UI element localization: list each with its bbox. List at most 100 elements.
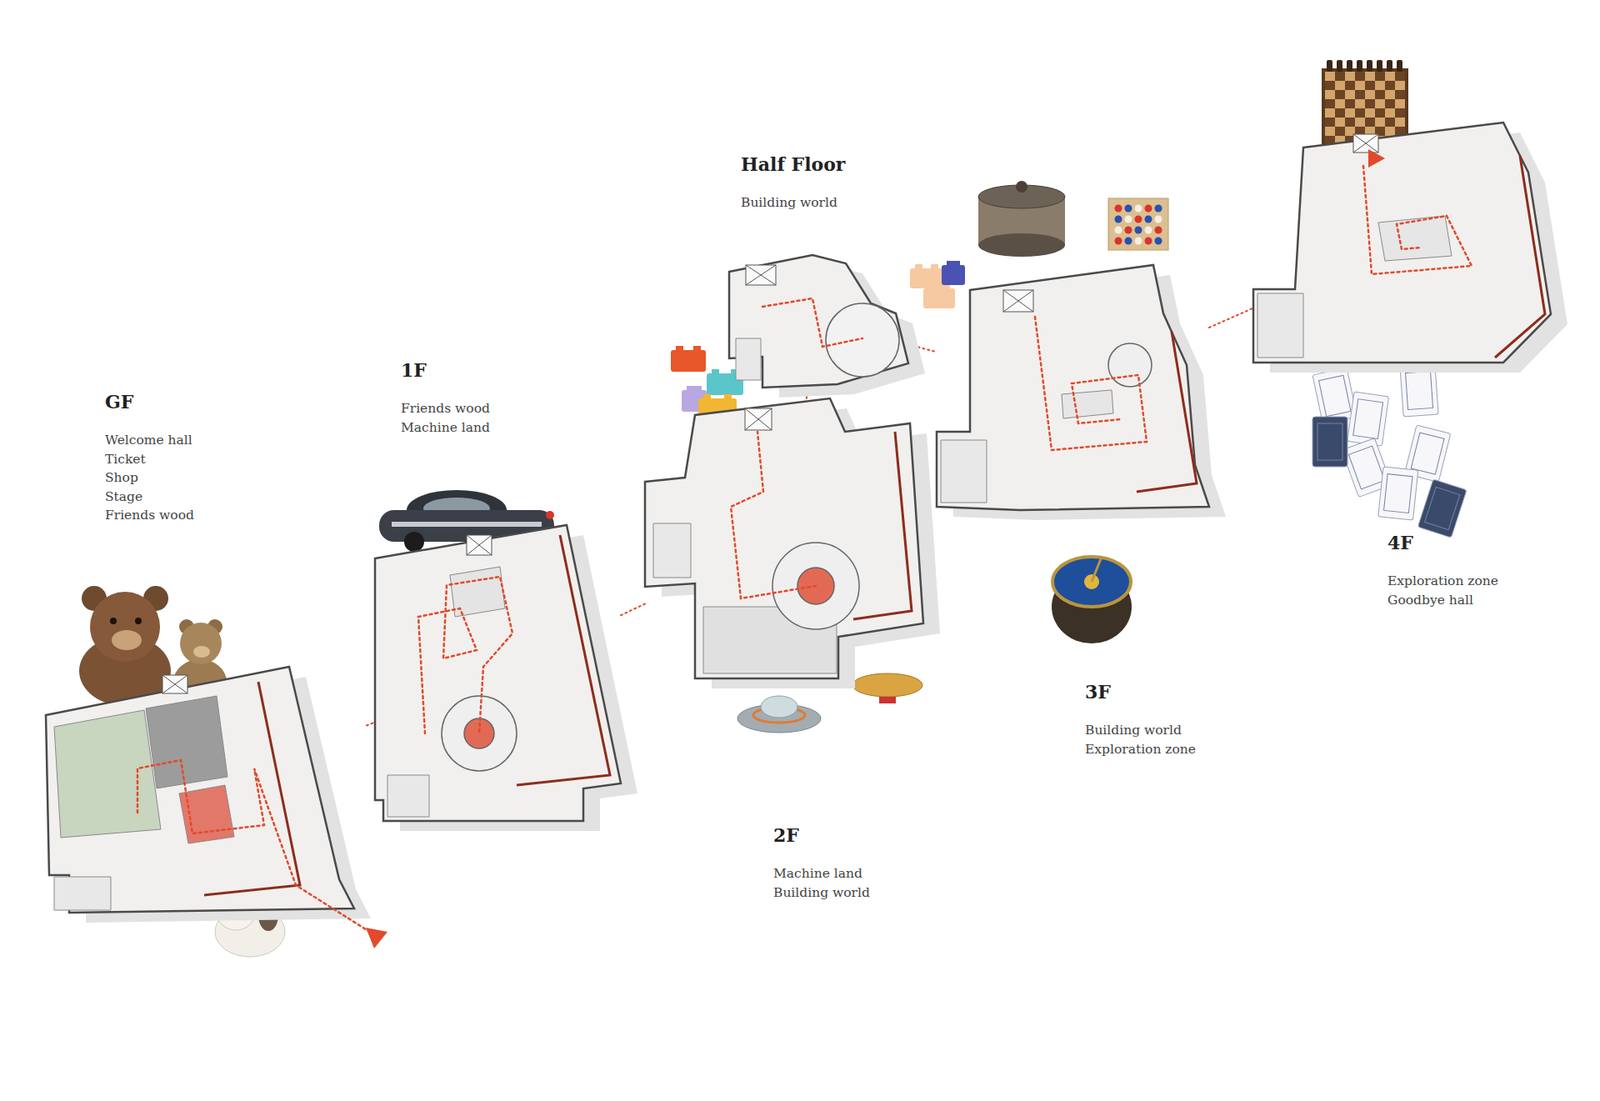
chessboard-square <box>1375 108 1385 118</box>
connect-four-disc <box>1155 226 1163 235</box>
chessboard-square <box>1385 80 1395 90</box>
route-connector <box>366 722 375 726</box>
playing-card <box>1378 466 1419 520</box>
floor-label: 4FExploration zoneGoodbye hall <box>1387 531 1499 610</box>
chessboard-square <box>1325 71 1335 81</box>
brick-stud <box>724 394 732 399</box>
chessboard-square <box>1345 80 1355 90</box>
chessboard-square <box>1355 80 1365 90</box>
zoetrope-base <box>978 233 1065 257</box>
zone-name: Machine land <box>773 864 870 884</box>
chessboard-square <box>1335 117 1345 127</box>
brick-stud <box>693 345 701 350</box>
plan-wall <box>936 265 1210 510</box>
plan-room <box>735 338 761 380</box>
brick-stud <box>915 264 923 269</box>
display-wall <box>1495 155 1545 358</box>
plan-outline <box>1253 122 1551 363</box>
visitor-route <box>1035 316 1147 450</box>
toy-zeppelin <box>852 673 923 697</box>
chess-piece <box>1346 60 1353 72</box>
plan-room <box>1378 215 1452 261</box>
lift-shaft <box>1353 134 1379 153</box>
plan-room <box>54 710 161 838</box>
brick-stud <box>952 260 960 265</box>
floor-heading: Half Floor <box>740 153 845 175</box>
connect-four-frame <box>1108 198 1169 250</box>
chessboard-square <box>1395 90 1405 100</box>
lift-cross <box>745 265 776 285</box>
brick-stud <box>928 284 936 289</box>
chessboard-square <box>1395 108 1405 118</box>
connect-four-disc <box>1115 215 1123 224</box>
plan-room <box>940 440 987 503</box>
floor-heading: 3F <box>1085 680 1196 703</box>
floor-plan: GFWelcome hallTicketShopStageFriends woo… <box>45 666 367 913</box>
floor-heading: GF <box>105 390 195 413</box>
chessboard-square <box>1345 108 1355 118</box>
zone-name: Goodbye hall <box>1387 590 1499 610</box>
route-arrowhead <box>1368 149 1385 168</box>
plan-outline <box>375 525 621 821</box>
connect-four-disc <box>1135 226 1143 235</box>
zone-name: Shop <box>105 468 195 488</box>
playing-card <box>1347 391 1390 446</box>
zone-name: Building world <box>773 883 870 903</box>
display-wall <box>204 681 300 895</box>
toy-car-stripe <box>391 521 542 527</box>
chessboard-square <box>1395 99 1405 109</box>
connect-four-disc <box>1135 215 1143 224</box>
floor-heading: 1F <box>400 359 490 381</box>
plan-outline <box>936 265 1210 510</box>
chessboard-square <box>1335 126 1345 136</box>
chessboard-square <box>1365 90 1375 100</box>
chessboard-square <box>1335 99 1345 109</box>
route-connector <box>1209 308 1254 328</box>
card-pattern <box>1425 486 1460 530</box>
plan-outline <box>45 666 367 913</box>
connect-four-disc <box>1155 215 1163 224</box>
chess-piece <box>1356 60 1363 72</box>
floor-plan: 3FBuilding worldExploration zone <box>936 265 1210 510</box>
lift-cross <box>162 675 188 694</box>
connect-four-disc <box>1145 205 1153 213</box>
chessboard-square <box>1395 80 1405 90</box>
plan-outline <box>645 398 924 679</box>
chessboard-square <box>1365 108 1375 118</box>
chessboard-square <box>1385 117 1395 127</box>
building-brick <box>910 268 944 289</box>
astrolabe-arm <box>1091 556 1102 582</box>
plan-room <box>387 775 430 817</box>
connect-four-disc <box>1155 205 1163 213</box>
display-wall <box>853 431 912 620</box>
small-bear-muzzle <box>193 645 210 658</box>
chessboard-square <box>1335 80 1345 90</box>
brick-stud <box>703 394 711 399</box>
chess-piece <box>1366 60 1373 72</box>
chessboard-square <box>1365 80 1375 90</box>
chessboard-square <box>1355 99 1365 109</box>
connect-four-disc <box>1145 226 1153 235</box>
toy-car-wheel <box>404 531 425 552</box>
chessboard-square <box>1355 117 1365 127</box>
chessboard-square <box>1325 108 1335 118</box>
floor-label: 2FMachine landBuilding world <box>773 824 870 902</box>
chessboard-square <box>1365 99 1375 109</box>
lift-cross <box>1353 134 1379 153</box>
visitor-route <box>137 760 378 937</box>
plan-outline <box>729 255 909 388</box>
route-connector <box>620 604 645 616</box>
zone-name: Welcome hall <box>105 430 195 450</box>
card-pattern <box>1405 370 1434 410</box>
zone-name: Stage <box>105 487 195 507</box>
connect-four-disc <box>1155 237 1163 245</box>
display-wall <box>516 535 610 785</box>
plan-room <box>179 785 235 844</box>
zone-name: Friends wood <box>400 399 490 419</box>
card-face <box>1347 391 1390 446</box>
display-wall <box>1136 331 1197 492</box>
chessboard-square <box>1365 117 1375 127</box>
floor-label: GFWelcome hallTicketShopStageFriends woo… <box>105 390 195 525</box>
chessboard-square <box>1345 90 1355 100</box>
